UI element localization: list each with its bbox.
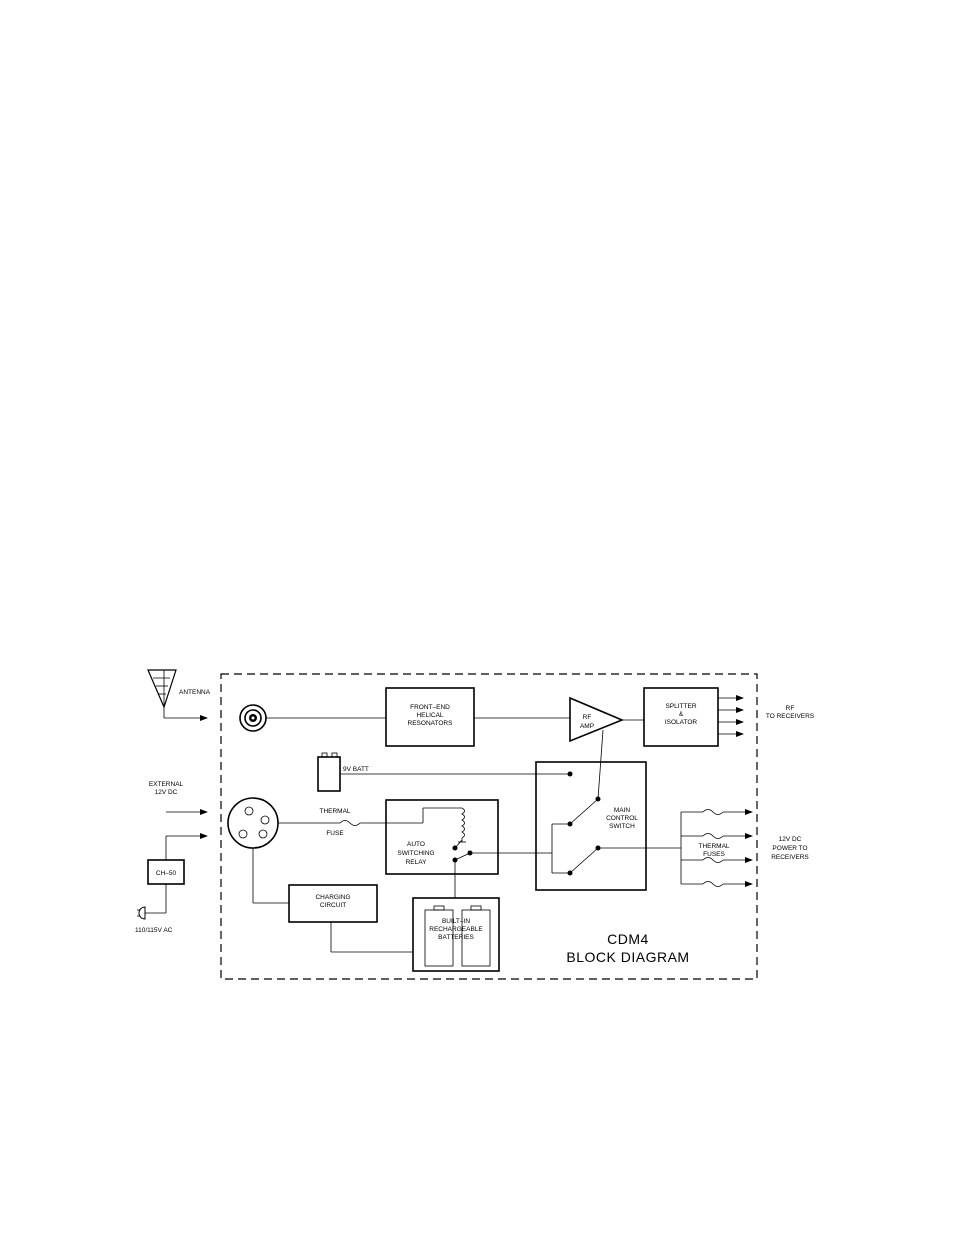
splitter-label-2: & [679,711,684,718]
battery-9v-label: 9V BATT [343,766,369,773]
bnc-connector-icon [239,704,267,732]
front-end-label-1: FRONT–END [410,704,450,711]
antenna-label: ANTENNA [179,689,211,696]
splitter-isolator-block [643,687,719,747]
thermal-fuse-label-1: THERMAL [319,808,350,815]
rechargeable-batteries-block [412,897,500,972]
battery-cells-icon [424,905,491,967]
thermal-fuse-label-2: FUSE [326,830,344,837]
front-end-label-2: HELICAL [416,712,443,719]
diagram-title-line-2: BLOCK DIAGRAM [566,949,689,965]
relay-label-3: RELAY [406,859,427,866]
rf-amp-label-1: RF [583,714,592,721]
battery-9v-icon [317,752,341,792]
thermal-fuse-icon [339,820,361,826]
thermal-fuses-label-2: FUSES [703,851,725,858]
rf-output-label-2: TO RECEIVERS [766,713,815,720]
batteries-label-2: RECHARGEABLE [429,926,483,933]
main-control-switch-block [535,761,647,891]
rf-output-label-1: RF [786,705,795,712]
thermal-fuses-label-1: THERMAL [698,843,729,850]
main-switch-label-2: CONTROL [606,815,638,822]
front-end-label-3: RESONATORS [408,720,454,727]
batteries-label-3: BATTERIES [438,934,474,941]
splitter-label-1: SPLITTER [665,703,696,710]
antenna-icon [147,669,208,721]
batteries-label-1: BUILT–IN [442,918,470,925]
external-dc-label-2: 12V DC [155,789,178,796]
dc-output-label-3: RECEIVERS [771,854,809,861]
unit-enclosure [220,673,758,980]
front-end-resonators-block [385,687,475,747]
charging-label-1: CHARGING [315,894,350,901]
main-switch-label-1: MAIN [614,807,631,814]
splitter-label-3: ISOLATOR [665,719,698,726]
relay-label-2: SWITCHING [397,850,434,857]
relay-label-1: AUTO [407,841,425,848]
dc-output-label-2: POWER TO [772,845,807,852]
main-switch-label-3: SWITCH [609,823,635,830]
charging-label-2: CIRCUIT [320,902,346,909]
diagram-title-line-1: CDM4 [607,931,649,947]
charger-label: CH–50 [156,870,177,877]
rf-amp-block [569,696,625,743]
main-switch-contacts [551,729,681,876]
auto-switching-relay-block [385,799,499,875]
rf-output-arrows [718,695,744,737]
power-connector-icon [227,797,279,849]
ac-plug-icon [137,906,146,920]
dc-output-label-1: 12V DC [779,836,802,843]
charging-circuit-block [288,884,378,923]
external-dc-label-1: EXTERNAL [149,781,184,788]
ac-input-label: 110/115V AC [135,927,173,934]
thermal-fuses-outputs [680,809,753,887]
rf-amp-label-2: AMP [580,723,594,730]
